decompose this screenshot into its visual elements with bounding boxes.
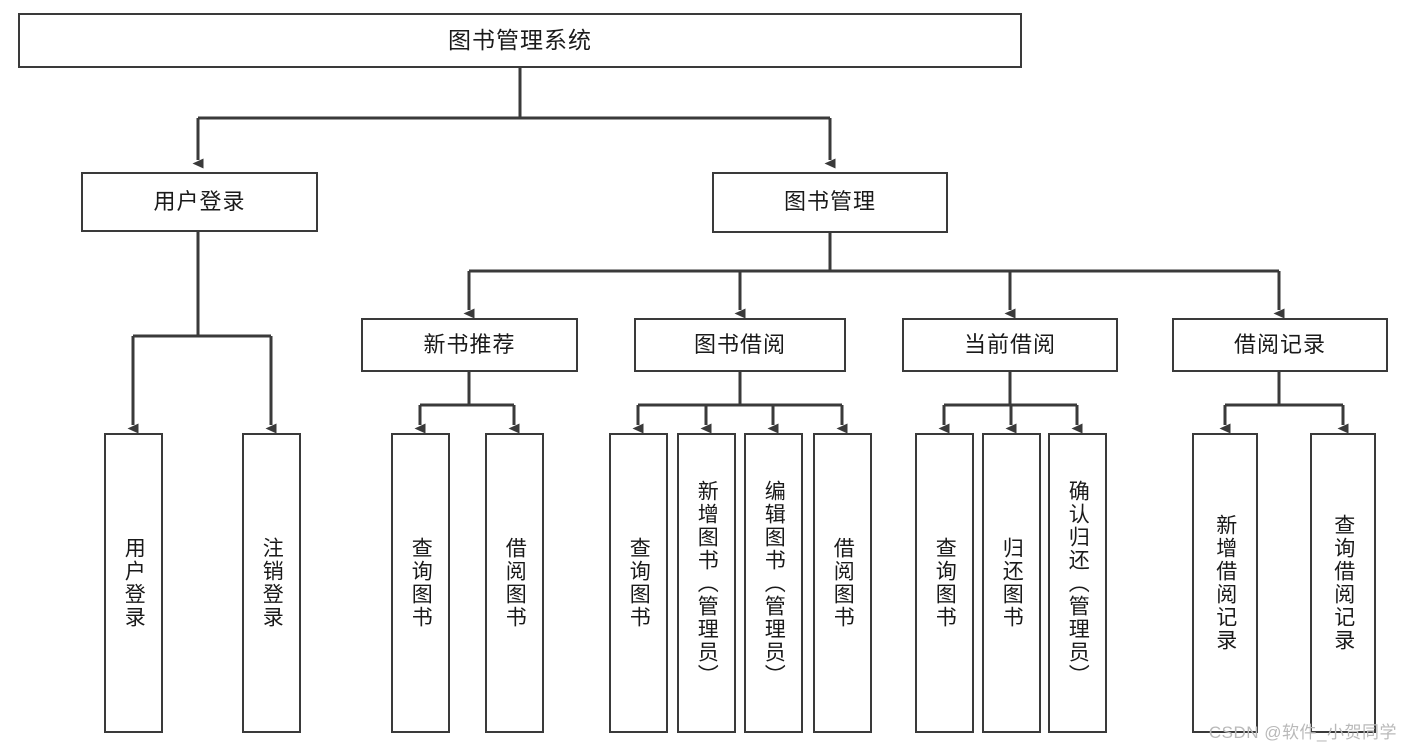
leaf-query-borrow-record[interactable]: 查询借阅记录 [1310,433,1376,733]
node-label: 查询图书 [933,537,957,629]
node-label: 图书管理系统 [448,26,592,53]
node-label: 查询图书 [409,537,433,629]
node-label: 新书推荐 [423,331,516,357]
leaf-query-book-borrow[interactable]: 查询图书 [609,433,668,733]
node-book-management[interactable]: 图书管理 [712,172,948,233]
node-label: 借阅图书 [831,537,855,629]
node-title-system[interactable]: 图书管理系统 [18,13,1022,68]
node-label: 查询借阅记录 [1331,514,1355,652]
leaf-edit-book-admin[interactable]: 编辑图书（管理员） [744,433,803,733]
node-label: 当前借阅 [963,331,1056,357]
node-label: 用户登录 [153,188,246,214]
leaf-borrow-book-recommend[interactable]: 借阅图书 [485,433,544,733]
leaf-add-book-admin[interactable]: 新增图书（管理员） [677,433,736,733]
leaf-user-login[interactable]: 用户登录 [104,433,163,733]
node-label: 用户登录 [122,537,146,629]
leaf-logout[interactable]: 注销登录 [242,433,301,733]
node-label: 查询图书 [627,537,651,629]
node-borrow-record[interactable]: 借阅记录 [1172,318,1388,372]
node-label: 确认归还（管理员） [1066,479,1090,687]
node-label: 新增图书（管理员） [695,479,719,687]
node-label: 归还图书 [1000,537,1024,629]
node-label: 图书借阅 [693,331,786,357]
leaf-return-book[interactable]: 归还图书 [982,433,1041,733]
node-current-borrow[interactable]: 当前借阅 [902,318,1118,372]
node-label: 图书管理 [783,189,876,215]
leaf-query-book-recommend[interactable]: 查询图书 [391,433,450,733]
node-label: 注销登录 [260,537,284,629]
node-new-book-recommend[interactable]: 新书推荐 [361,318,578,372]
node-label: 借阅记录 [1233,331,1326,357]
node-book-borrow[interactable]: 图书借阅 [634,318,846,372]
node-user-login[interactable]: 用户登录 [81,172,318,232]
node-label: 编辑图书（管理员） [762,479,786,687]
leaf-borrow-book[interactable]: 借阅图书 [813,433,872,733]
leaf-add-borrow-record[interactable]: 新增借阅记录 [1192,433,1258,733]
leaf-confirm-return-admin[interactable]: 确认归还（管理员） [1048,433,1107,733]
node-label: 新增借阅记录 [1213,514,1237,652]
node-label: 借阅图书 [503,537,527,629]
leaf-query-book-current[interactable]: 查询图书 [915,433,974,733]
